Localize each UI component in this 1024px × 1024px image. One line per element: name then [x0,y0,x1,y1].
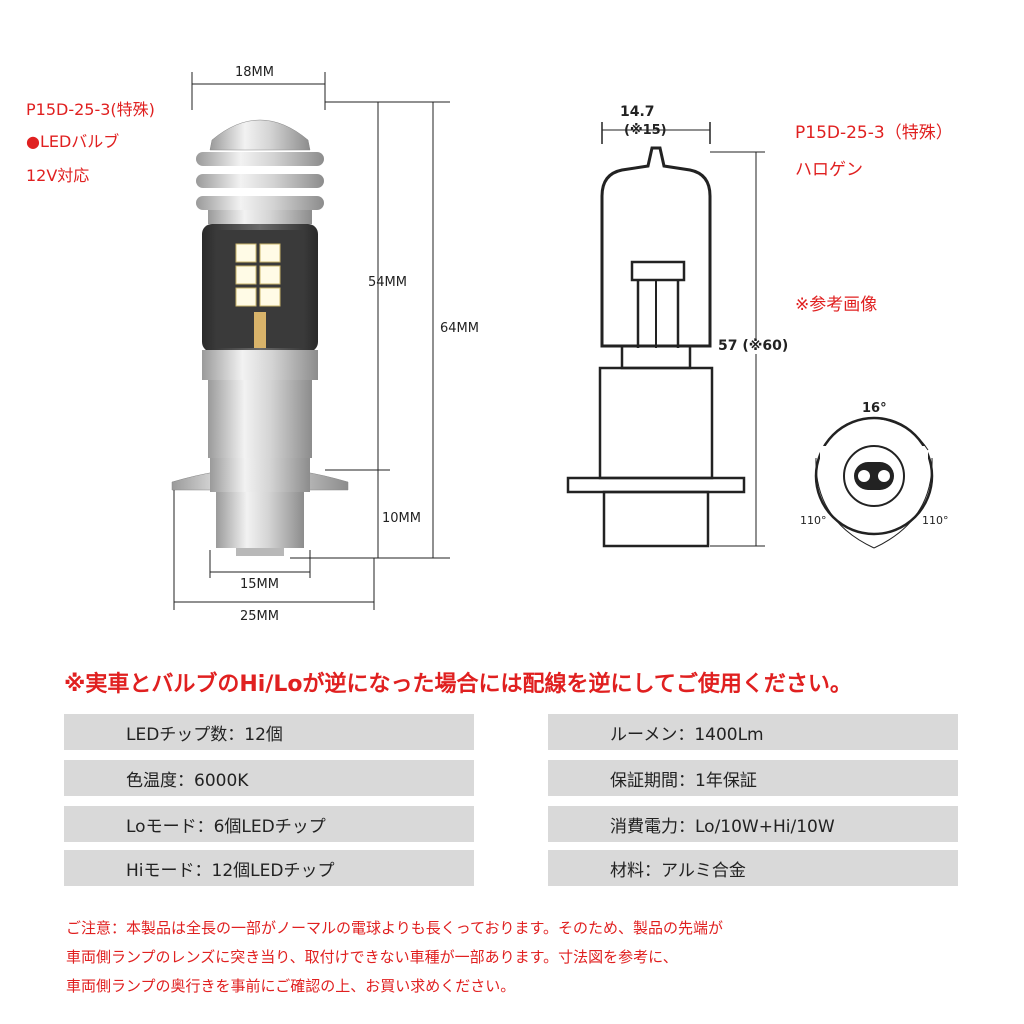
dim-flange-width-text: 25MM [240,609,279,624]
led-base-contact [216,492,304,548]
halogen-dim-height-text: 57 (※60) [718,338,789,354]
dim-body-height-text: 54MM [368,275,407,290]
angle-right-text: 110° [922,514,949,527]
warning-text: ※実車とバルブのHi/Loが逆になった場合には配線を逆にしてご使用ください。 [64,672,852,697]
heat-fin [196,174,324,188]
spec-lumen: ルーメン：1400Lm [548,714,958,750]
dim-total-height-text: 64MM [440,321,479,336]
reference-image-label: ※参考画像 [795,295,878,315]
base-contact-icon [854,462,894,490]
dim-base-height-text: 10MM [382,511,421,526]
halogen-base-contact [602,490,710,548]
led-chips [235,243,281,307]
halogen-pinch [620,344,692,370]
led-collar [202,350,318,380]
spec-material: 材料：アルミ合金 [548,850,958,886]
heat-fin [196,152,324,166]
led-model-label: P15D-25-3(特殊) [26,100,155,119]
heat-fin-neck [208,210,312,224]
led-voltage-label: 12V対応 [26,166,90,185]
halogen-filament [630,260,686,282]
led-bulb-diagram: 18MM 54MM 64MM 10MM [171,65,479,624]
halogen-dim-width-alt-text: (※15) [624,123,667,138]
note-line-1: ご注意：本製品は全長の一部がノーマルの電球よりも長くっております。そのため、製品… [66,919,724,937]
dim-total-height: 64MM [290,101,479,559]
halogen-type-label: ハロゲン [795,160,863,180]
base-angle-diagram: 16° 110° 110° [800,401,949,549]
spec-hi-mode: Hiモード：12個LEDチップ [64,850,474,886]
spec-warranty: 保証期間：1年保証 [548,760,958,796]
heat-fin [196,196,324,210]
halogen-bulb-diagram: 14.7 (※15) [566,104,765,548]
spec-power: 消費電力：Lo/10W+Hi/10W [548,806,958,842]
dim-top-width-text: 18MM [235,65,274,80]
halogen-glass [600,146,712,348]
dim-top-width: 18MM [191,65,326,110]
spec-color-temp: 色温度：6000K [64,760,474,796]
note-line-2: 車両側ランプのレンズに突き当り、取付けできない車種が一部あります。寸法図を参考に… [66,948,678,966]
halogen-dim-width-text: 14.7 [620,104,655,120]
led-base-neck [210,458,310,492]
dim-body-height: 54MM [325,101,407,471]
spec-led-chips: LEDチップ数：12個 [64,714,474,750]
halogen-base [598,366,714,480]
dim-base-height: 10MM [377,470,421,558]
halogen-model-label: P15D-25-3（特殊） [795,123,953,143]
led-base-body [208,380,312,458]
dim-base-width: 15MM [209,550,311,592]
led-stem [254,312,266,348]
spec-lo-mode: Loモード：6個LEDチップ [64,806,474,842]
halogen-flange [566,476,746,494]
note-line-3: 車両側ランプの奥行きを事前にご確認の上、お買い求めください。 [66,977,516,995]
halogen-dim-width: 14.7 (※15) [601,104,711,144]
led-base-tip [236,548,284,556]
led-tip-cone [209,119,311,151]
angle-top-text: 16° [862,401,887,416]
led-type-label: ●LEDバルブ [26,132,120,151]
dim-base-width-text: 15MM [240,577,279,592]
dim-flange-width: 25MM [173,490,375,624]
angle-left-text: 110° [800,514,827,527]
